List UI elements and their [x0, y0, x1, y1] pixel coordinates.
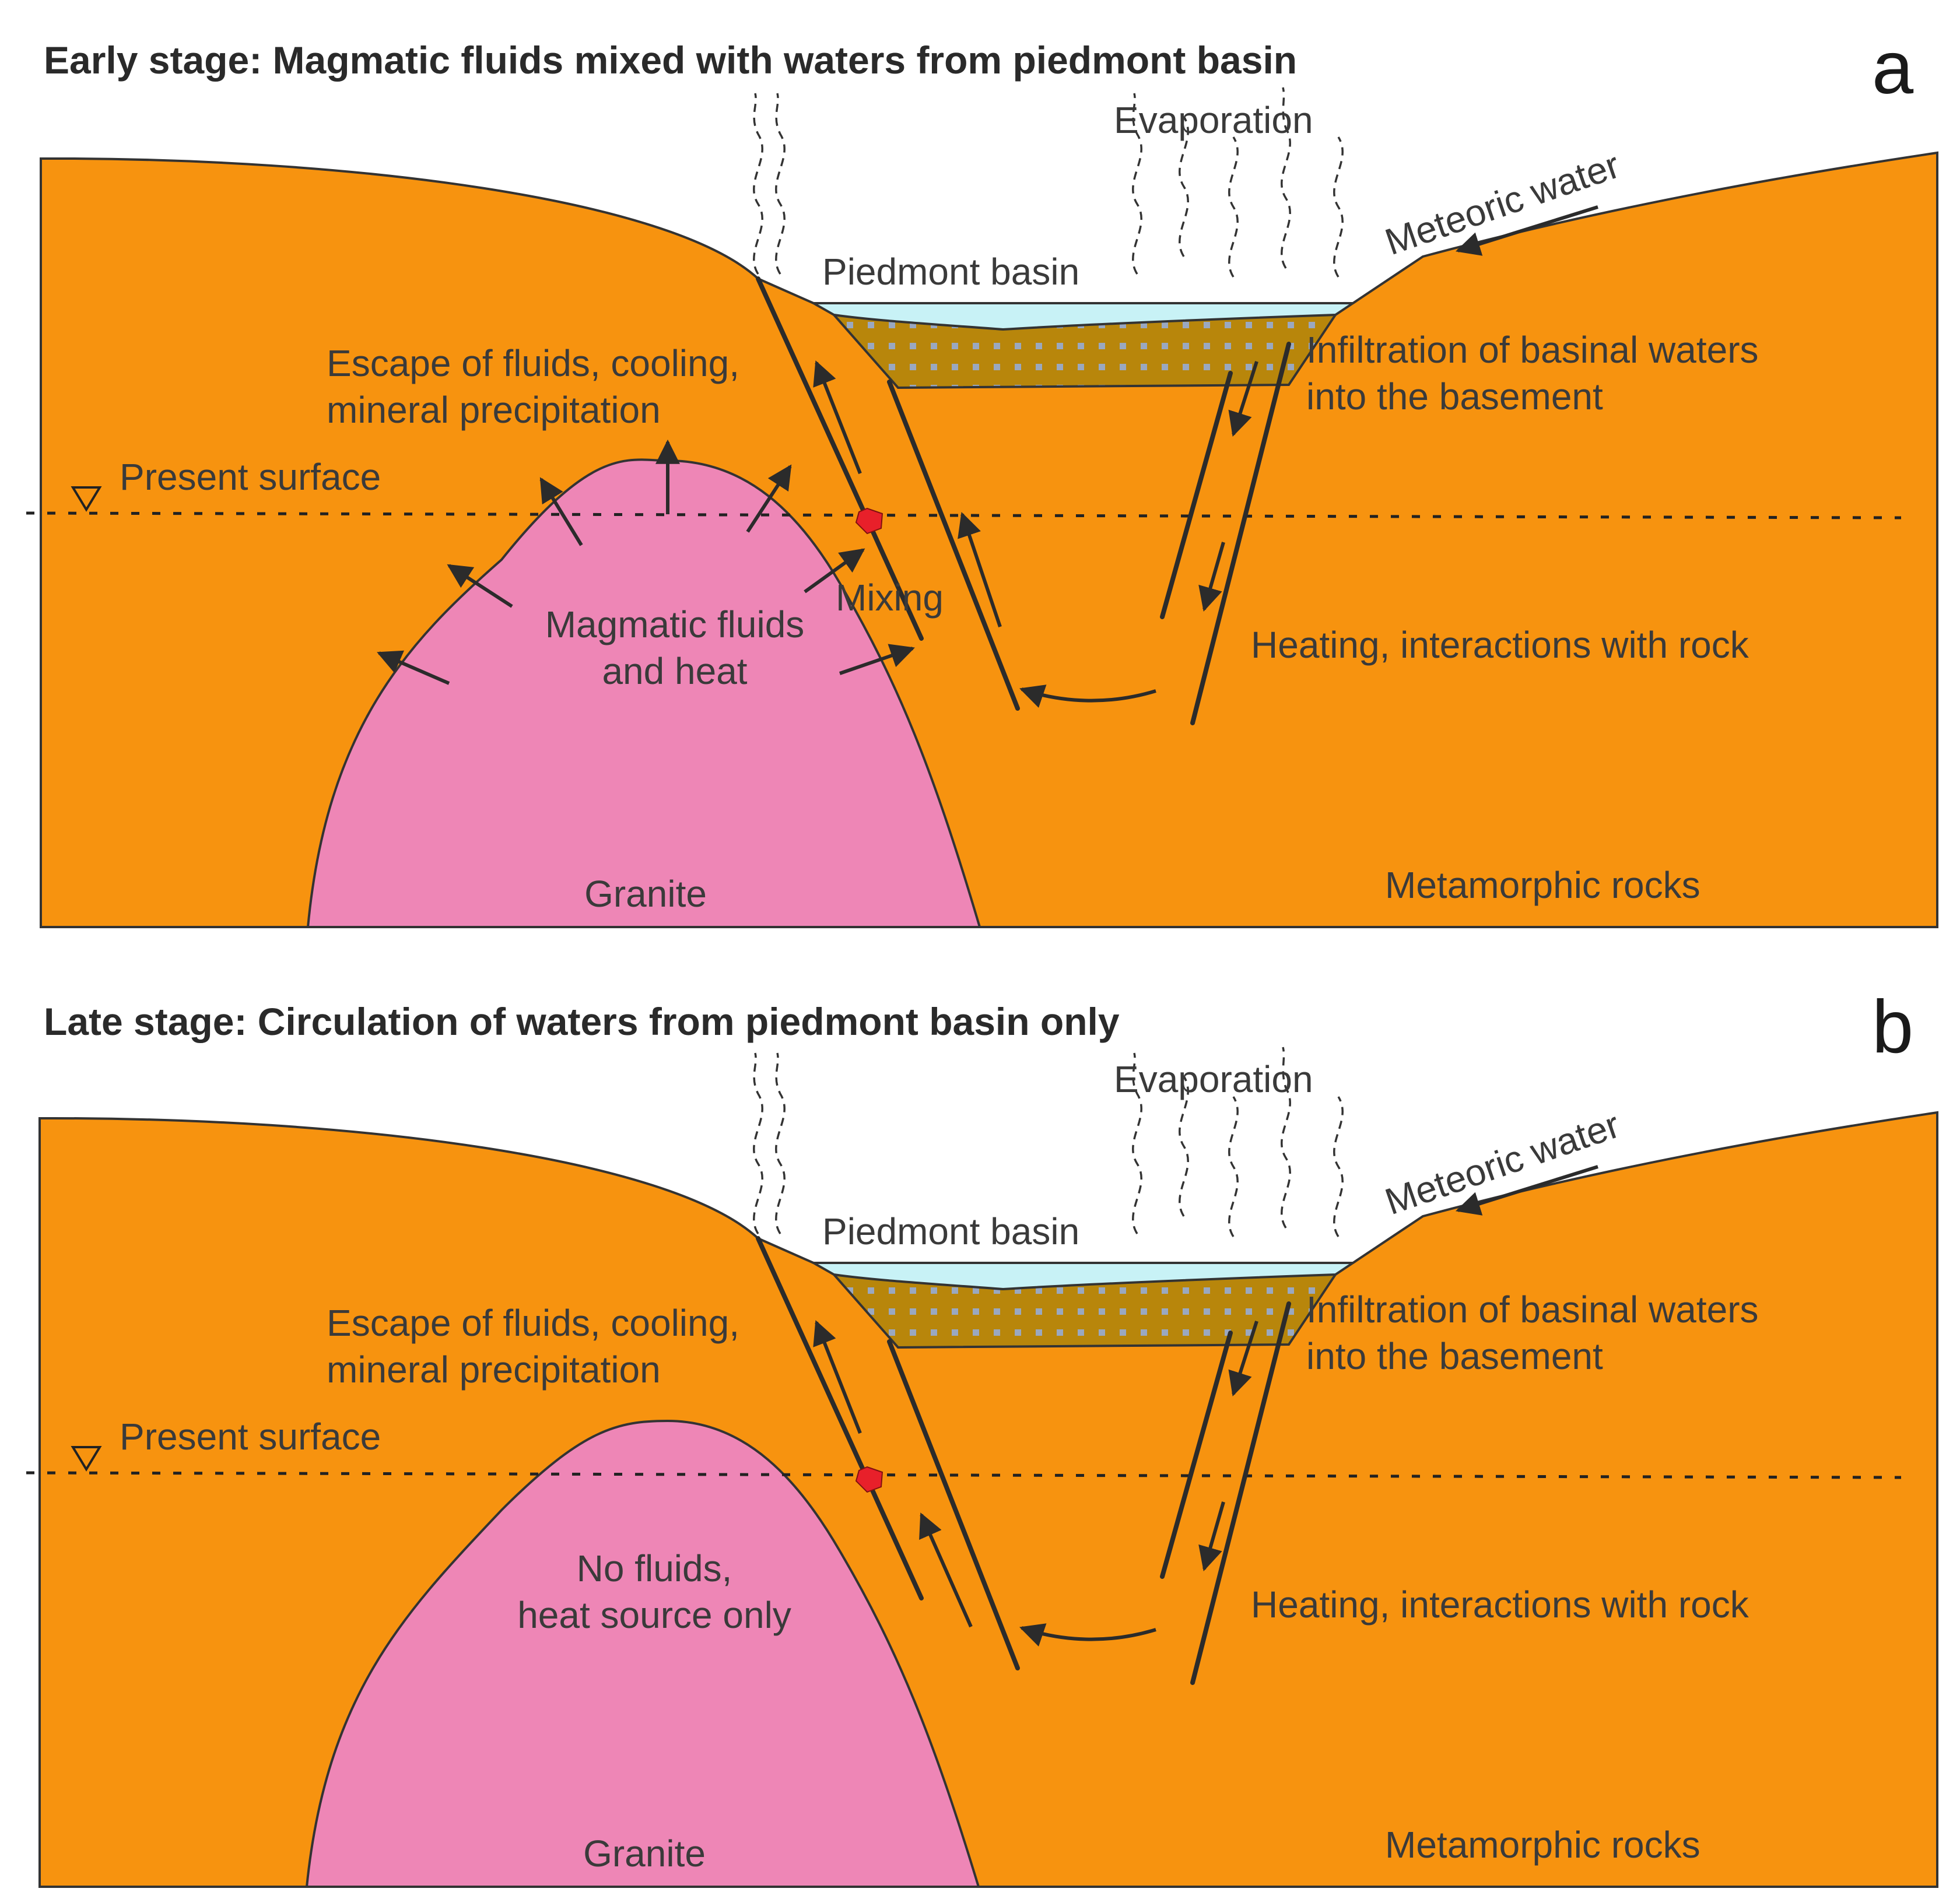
escape-label-line2: mineral precipitation	[327, 1349, 661, 1391]
fluid-arrow	[539, 477, 583, 546]
surface-triangle-icon	[71, 1446, 102, 1472]
fault-line	[1190, 342, 1291, 725]
flow-arrow	[1019, 1623, 1156, 1647]
infiltration-label-line1: Infiltration of basinal waters	[1306, 329, 1759, 371]
evaporation-label: Evaporation	[1114, 99, 1313, 141]
meteoric-water-arrow	[1455, 205, 1598, 256]
fault-line	[1190, 1301, 1291, 1685]
panel-letter: b	[1872, 985, 1913, 1069]
flow-arrow	[1228, 361, 1258, 437]
fluid-arrow	[746, 464, 792, 533]
infiltration-label-line2: into the basement	[1306, 1335, 1603, 1377]
flow-arrow	[1198, 542, 1225, 612]
basin-water	[809, 1262, 1357, 1291]
granite-note-line1: No fluids,	[577, 1547, 732, 1589]
panel-letter: a	[1872, 26, 1914, 110]
flow-arrow	[1198, 1501, 1225, 1572]
flow-arrow	[1228, 1321, 1258, 1397]
granite-body	[305, 1419, 980, 1888]
meteoric-water-arrow	[1455, 1165, 1598, 1216]
mixing-label: Mixing	[836, 577, 944, 619]
basin-water	[809, 302, 1357, 331]
piedmont-basin-label: Piedmont basin	[822, 1210, 1079, 1252]
flow-arrow	[813, 1320, 862, 1434]
fault-line	[756, 276, 924, 641]
sample-marker-icon	[855, 507, 883, 535]
evaporation-wisps	[753, 87, 1344, 278]
escape-label-line2: mineral precipitation	[327, 389, 661, 431]
metamorphic-rocks-label: Metamorphic rocks	[1385, 864, 1700, 906]
infiltration-label-line1: Infiltration of basinal waters	[1306, 1289, 1759, 1331]
fluid-arrow	[804, 548, 865, 594]
granite-note-line2: heat source only	[517, 1594, 791, 1636]
panel-a: Early stage: Magmatic fluids mixed with …	[26, 26, 1938, 928]
evaporation-wisps	[753, 1047, 1344, 1237]
heating-label: Heating, interactions with rock	[1251, 624, 1749, 666]
panel-b: Late stage: Circulation of waters from p…	[26, 985, 1938, 1888]
sample-marker-icon	[855, 1466, 883, 1493]
flow-arrow	[1019, 685, 1156, 708]
granite-note-line2: and heat	[602, 650, 747, 692]
fault-line	[1160, 1331, 1233, 1579]
fault-line	[756, 1236, 924, 1600]
evaporation-label: Evaporation	[1114, 1058, 1313, 1100]
flow-arrow	[813, 360, 862, 475]
present-surface-label: Present surface	[120, 1416, 381, 1458]
heating-label: Heating, interactions with rock	[1251, 1584, 1749, 1626]
fault-line	[887, 1339, 1020, 1670]
escape-label-line1: Escape of fluids, cooling,	[327, 1302, 739, 1344]
infiltration-label-line2: into the basement	[1306, 375, 1603, 417]
granite-label: Granite	[584, 873, 707, 915]
fault-line	[1160, 371, 1233, 619]
present-surface-label: Present surface	[120, 456, 381, 498]
granite-note-line1: Magmatic fluids	[545, 603, 805, 645]
fault-line	[887, 380, 1020, 711]
panel-title: Early stage: Magmatic fluids mixed with …	[44, 38, 1297, 82]
piedmont-basin-label: Piedmont basin	[822, 251, 1079, 293]
flow-arrow	[958, 512, 1002, 627]
panel-title: Late stage: Circulation of waters from p…	[44, 1000, 1120, 1043]
granite-label: Granite	[583, 1833, 706, 1875]
flow-arrow	[919, 1512, 973, 1628]
metamorphic-rocks-label: Metamorphic rocks	[1385, 1824, 1700, 1866]
surface-triangle-icon	[71, 486, 102, 512]
fluid-arrow	[839, 644, 915, 675]
fluid-arrow	[447, 564, 513, 608]
escape-label-line1: Escape of fluids, cooling,	[327, 342, 739, 384]
fluid-arrow	[377, 650, 450, 685]
